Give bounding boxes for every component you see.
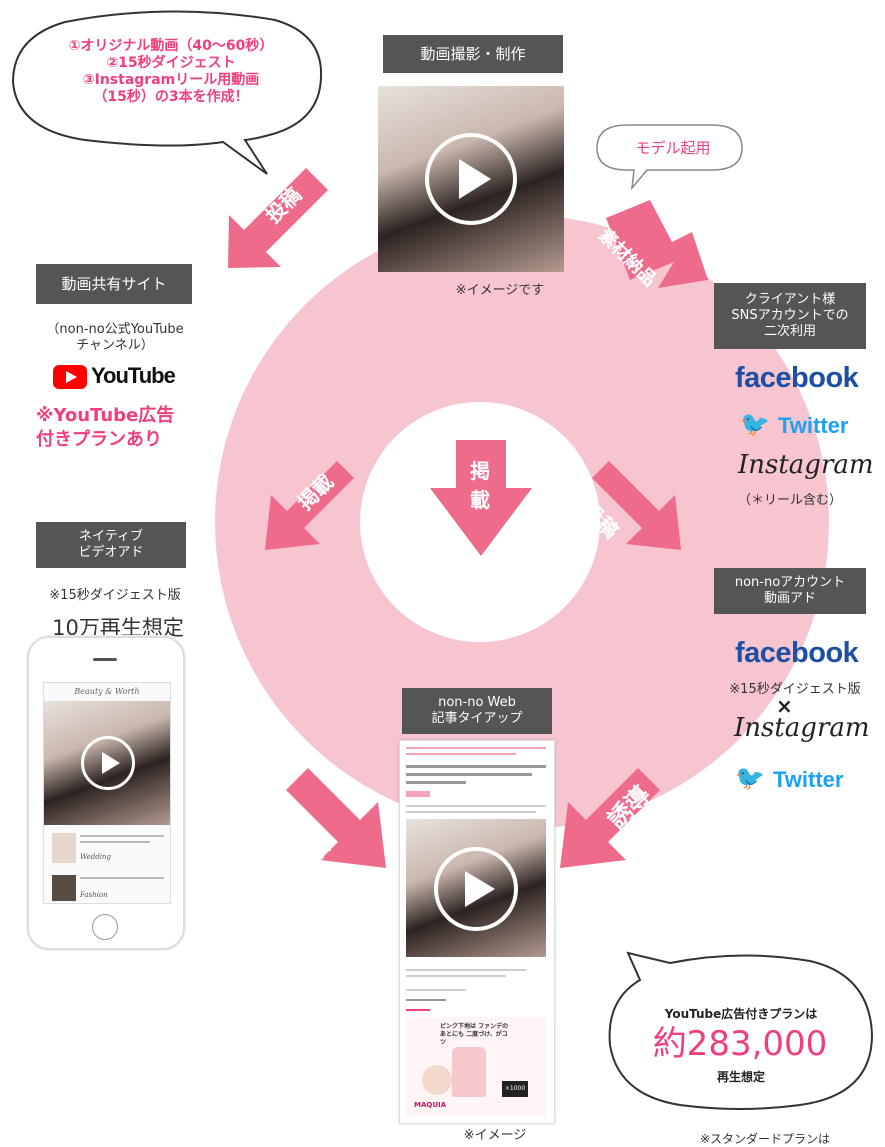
ad-plan-line-2: 付きプランあり bbox=[36, 429, 162, 450]
ad-plan-line-1: ※YouTube広告 bbox=[36, 405, 175, 426]
arrow-guide-left bbox=[286, 768, 386, 868]
arrow-place-left bbox=[265, 461, 354, 550]
phone-item-1-label: Wedding bbox=[80, 853, 111, 861]
product-swatch bbox=[422, 1065, 452, 1095]
youtube-ad-plan-note: ※YouTube広告 付きプランあり bbox=[36, 404, 206, 452]
arrow-center-label: 掲 載 bbox=[470, 459, 490, 512]
phone-item-2-text bbox=[80, 877, 164, 879]
channel-note-line-1: （non-no公式YouTube bbox=[46, 322, 184, 337]
article-box-line-2: 記事タイアップ bbox=[431, 711, 523, 726]
article-play-icon[interactable] bbox=[434, 847, 518, 931]
video-production-label: 動画撮影・制作 bbox=[420, 44, 526, 63]
cross-symbol: × bbox=[776, 694, 793, 718]
reel-note: （＊リール含む） bbox=[738, 493, 843, 508]
instagram-logo: Instagram bbox=[738, 450, 874, 480]
video-share-box: 動画共有サイト bbox=[36, 264, 192, 304]
article-tieup-box: non-no Web 記事タイアップ bbox=[402, 688, 552, 734]
article-body-line-4 bbox=[406, 975, 506, 977]
article-body-line-3 bbox=[406, 969, 526, 971]
video-production-box: 動画撮影・制作 bbox=[383, 35, 563, 73]
article-product-image: ピンク下地は ファンデのあとにも 二度づけ、がコツ ×1000 MAQUIA bbox=[406, 1017, 546, 1117]
article-title-line-3 bbox=[406, 781, 466, 784]
article-title-line-2 bbox=[406, 773, 532, 776]
youtube-play-icon bbox=[53, 365, 87, 389]
article-body-line-2 bbox=[406, 811, 536, 813]
phone-video-thumbnail[interactable] bbox=[44, 701, 170, 825]
client-line-3: 二次利用 bbox=[763, 324, 816, 339]
standard-plan-footnote: ※スタンダードプランは bbox=[700, 1132, 831, 1146]
article-title-line bbox=[406, 765, 546, 768]
twitter-bird-icon: 🐦 bbox=[740, 410, 770, 438]
client-line-1: クライアント様 bbox=[744, 292, 836, 307]
article-breadcrumb-2 bbox=[406, 753, 516, 755]
youtube-logo: YouTube bbox=[53, 363, 176, 390]
phone-item-1-image bbox=[52, 833, 76, 863]
play-icon[interactable] bbox=[425, 133, 517, 225]
bubble-line-4: （15秒）の3本を作成！ bbox=[93, 89, 249, 105]
bubble-line-2: ②15秒ダイジェスト bbox=[106, 55, 236, 71]
article-body-line-5 bbox=[406, 989, 466, 991]
client-sns-box: クライアント様 SNSアカウントでの 二次利用 bbox=[714, 283, 866, 349]
arrow-center-down bbox=[430, 440, 532, 556]
product-badge: ×1000 bbox=[502, 1081, 528, 1097]
phone-screen: Beauty & Worth Wedding Fashion bbox=[43, 682, 171, 904]
phone-header: Beauty & Worth bbox=[74, 687, 140, 696]
top-caption: ※イメージです bbox=[455, 283, 545, 298]
article-box-line-1: non-no Web bbox=[438, 695, 516, 710]
product-bottle bbox=[452, 1047, 486, 1097]
article-body-line bbox=[406, 805, 546, 807]
article-mockup: ピンク下地は ファンデのあとにも 二度づけ、がコツ ×1000 MAQUIA bbox=[399, 740, 555, 1124]
speech-bubble-shape bbox=[11, 10, 323, 175]
result-bubble-shape bbox=[608, 951, 874, 1110]
native-line-2: ビデオアド bbox=[78, 545, 144, 560]
channel-note-line-2: チャンネル） bbox=[76, 338, 154, 353]
phone-home-button bbox=[92, 914, 118, 940]
arrow-post-left bbox=[228, 168, 328, 268]
result-line-3: 再生想定 bbox=[716, 1070, 765, 1084]
phone-item-1-text bbox=[80, 835, 164, 837]
article-body-line-6 bbox=[406, 999, 446, 1001]
model-bubble-shape bbox=[596, 124, 743, 191]
result-line-1: YouTube広告付きプランは bbox=[664, 1007, 818, 1021]
bubble-line-1: ①オリジナル動画（40〜60秒） bbox=[68, 38, 274, 54]
result-value: 約283,000 bbox=[652, 1024, 828, 1064]
phone-item-2-label: Fashion bbox=[80, 891, 108, 899]
phone-speaker bbox=[93, 658, 117, 661]
phone-mockup: Beauty & Worth Wedding Fashion bbox=[27, 636, 185, 950]
client-line-2: SNSアカウントでの bbox=[731, 308, 849, 323]
phone-play-icon[interactable] bbox=[81, 736, 135, 790]
youtube-wordmark: YouTube bbox=[91, 363, 176, 388]
video-share-label: 動画共有サイト bbox=[61, 274, 167, 293]
facebook-logo-2: facebook bbox=[735, 637, 859, 669]
arrow-deliver bbox=[606, 200, 708, 288]
model-bubble-text: モデル起用 bbox=[635, 139, 711, 157]
top-video-thumbnail[interactable] bbox=[378, 86, 564, 272]
phone-item-1-text-2 bbox=[80, 841, 150, 843]
native-video-ad-box: ネイティブ ビデオアド bbox=[36, 522, 186, 568]
ad-box-line-2: 動画アド bbox=[763, 591, 816, 606]
article-product-text: ピンク下地は ファンデのあとにも 二度づけ、がコツ bbox=[440, 1023, 509, 1046]
youtube-channel-note: （non-no公式YouTube チャンネル） bbox=[20, 322, 210, 354]
native-line-1: ネイティブ bbox=[79, 529, 143, 544]
twitter-bird-icon-2: 🐦 bbox=[735, 764, 765, 792]
ad-digest-note: ※15秒ダイジェスト版 bbox=[729, 682, 861, 697]
non-no-video-ad-box: non-noアカウント 動画アド bbox=[714, 568, 866, 614]
phone-item-2-image bbox=[52, 875, 76, 901]
instagram-logo-2: Instagram bbox=[734, 713, 870, 743]
speech-bubble-text: ①オリジナル動画（40〜60秒） ②15秒ダイジェスト ③Instagramリー… bbox=[15, 38, 327, 106]
maquia-logo: MAQUIA bbox=[414, 1101, 447, 1109]
native-digest-note: ※15秒ダイジェスト版 bbox=[49, 588, 181, 603]
bottom-caption: ※イメージ bbox=[463, 1128, 527, 1143]
arrow-post-right bbox=[592, 461, 681, 550]
ad-box-line-1: non-noアカウント bbox=[734, 575, 846, 590]
article-breadcrumb bbox=[406, 747, 546, 749]
article-video-thumbnail[interactable] bbox=[406, 819, 546, 957]
article-tag bbox=[406, 791, 430, 797]
arrow-guide-right bbox=[560, 768, 660, 868]
bubble-line-3: ③Instagramリール用動画 bbox=[82, 72, 260, 88]
facebook-logo: facebook bbox=[735, 362, 859, 394]
article-pink-link bbox=[406, 1009, 430, 1011]
